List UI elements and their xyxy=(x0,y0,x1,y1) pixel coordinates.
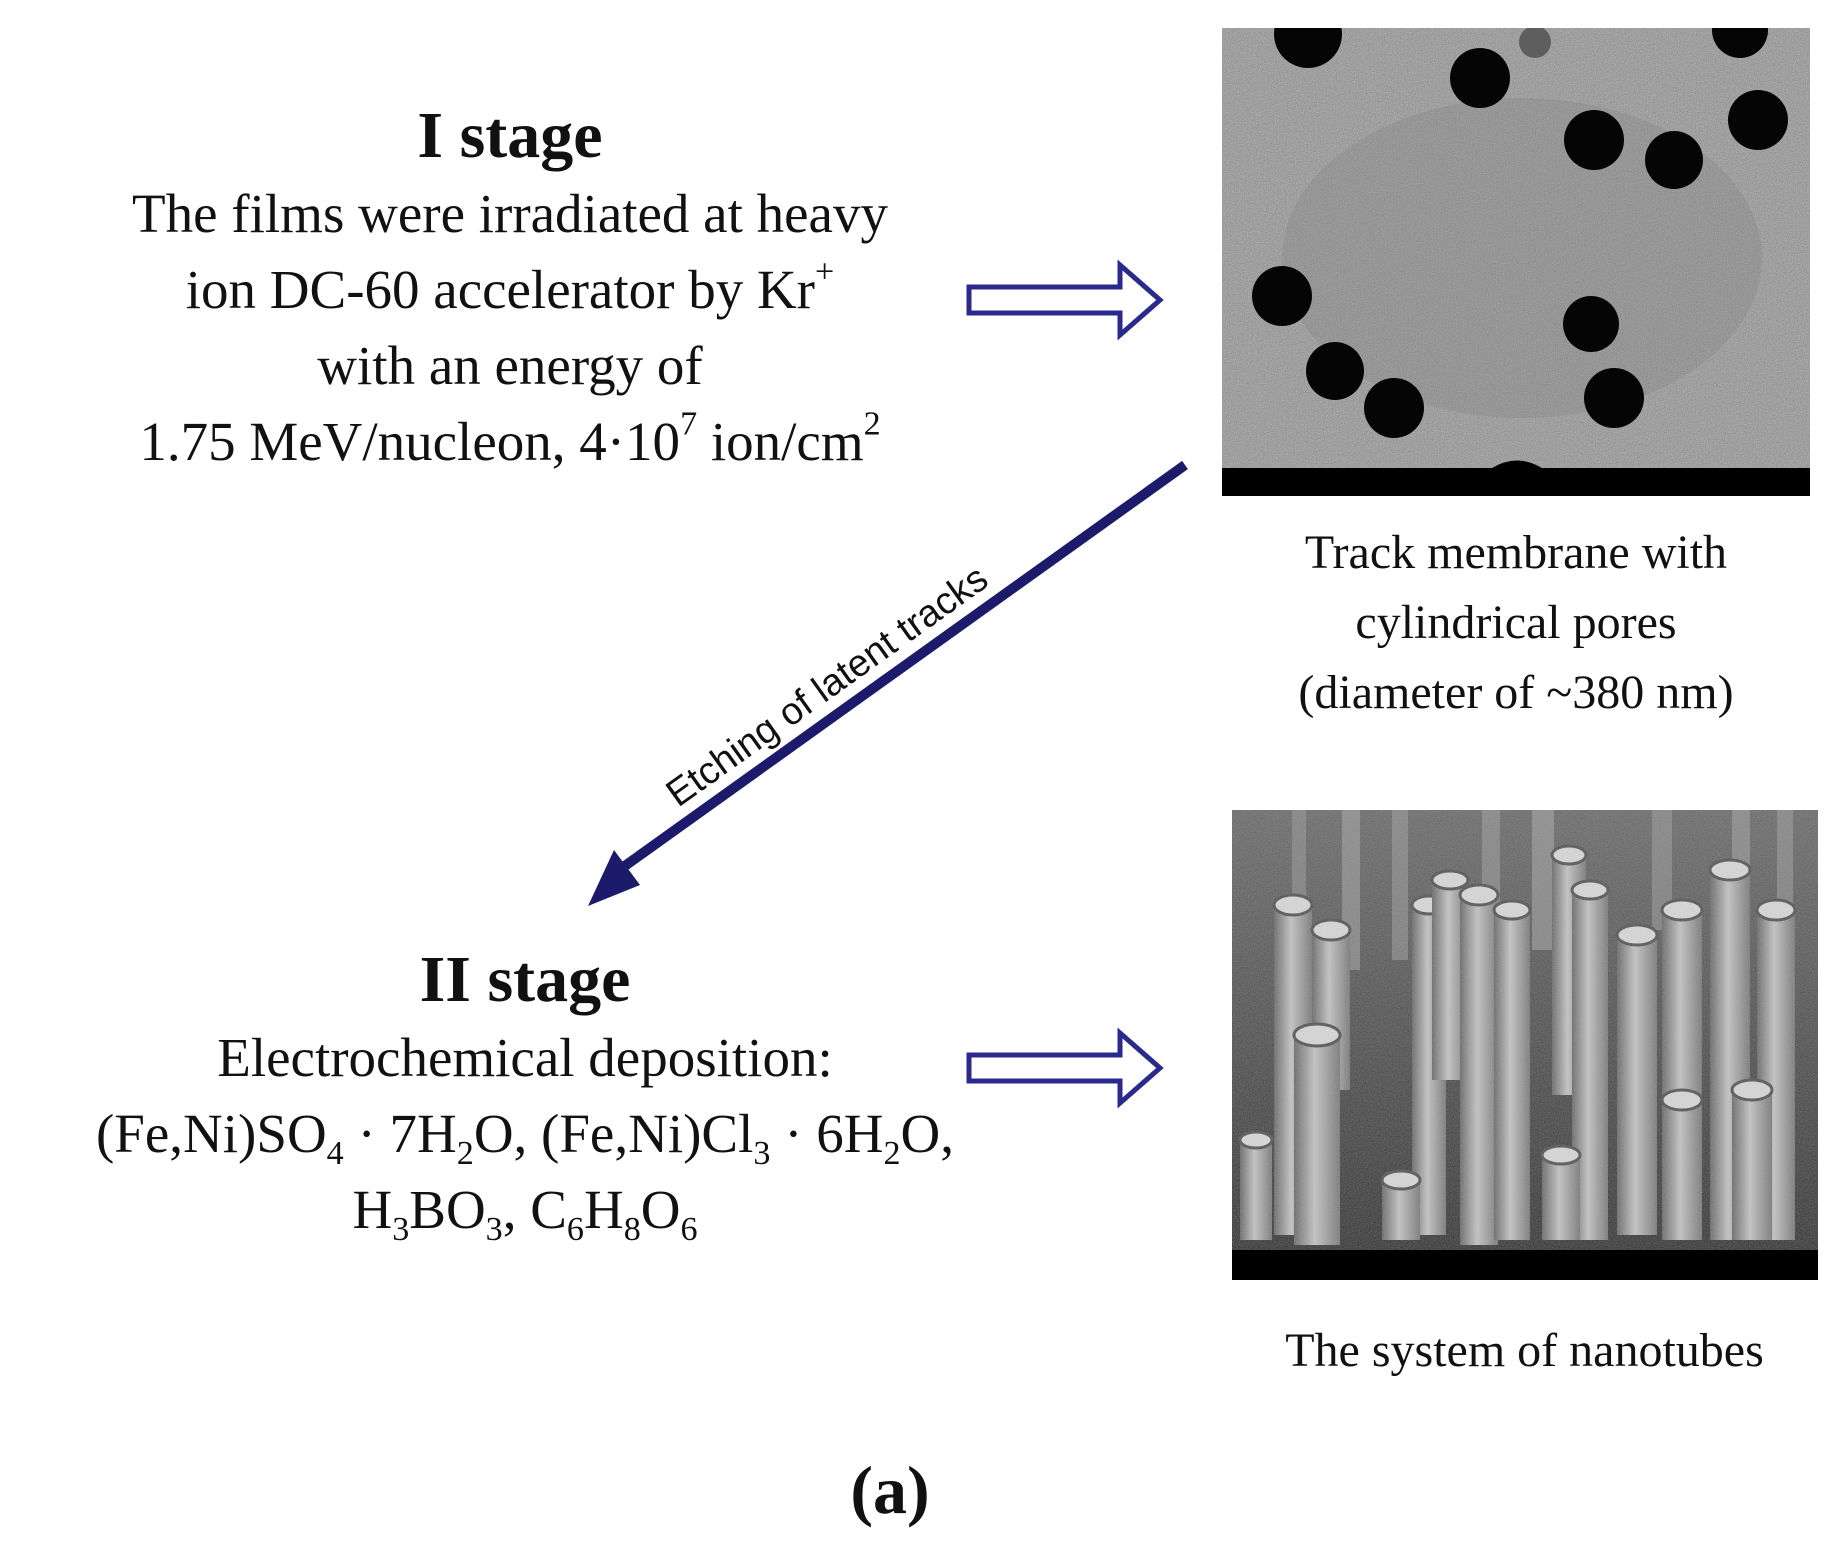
stage1-line1: The films were irradiated at heavy xyxy=(132,183,888,244)
stage2-formula-line2: H3BO3, C6H8O6 xyxy=(20,1172,1030,1248)
formula-part: O xyxy=(640,1179,681,1240)
caption-top-line1: Track membrane with xyxy=(1304,526,1728,579)
caption-nanotubes: The system of nanotubes xyxy=(1285,1324,1764,1377)
pore xyxy=(1645,131,1703,189)
stage1-title: I stage xyxy=(417,99,603,172)
formula-part: H xyxy=(583,1179,624,1240)
formula-part: · 7H xyxy=(343,1103,457,1164)
formula-sub: 8 xyxy=(623,1210,641,1248)
pore xyxy=(1364,378,1424,438)
stage1-line2-text: ion DC-60 accelerator by Kr xyxy=(185,259,815,320)
formula-sub: 4 xyxy=(326,1134,344,1172)
stage1-line2: ion DC-60 accelerator by Kr+ xyxy=(40,252,980,328)
caption-track-membrane: Track membrane with cylindrical pores (d… xyxy=(1222,518,1810,728)
stage1-line4-b: ion/cm xyxy=(697,411,864,472)
stage1-line4-sup2: 2 xyxy=(863,405,881,443)
formula-part: O, xyxy=(900,1103,955,1164)
formula-sub: 6 xyxy=(566,1210,584,1248)
pore xyxy=(1450,48,1510,108)
formula-part: , C xyxy=(502,1179,567,1240)
formula-sub: 3 xyxy=(753,1134,771,1172)
pore xyxy=(1306,342,1364,400)
formula-part: · 6H xyxy=(770,1103,884,1164)
pore xyxy=(1728,90,1788,150)
diagonal-arrow-label: Etching of latent tracks xyxy=(659,557,996,815)
pore xyxy=(1584,368,1644,428)
stage2-title: II stage xyxy=(419,943,631,1016)
pore xyxy=(1712,28,1768,58)
hollow-right-arrow-top xyxy=(966,259,1164,341)
formula-sub: 6 xyxy=(680,1210,698,1248)
panel-label: (a) xyxy=(850,1452,930,1528)
formula-part: O, (Fe,Ni)Cl xyxy=(473,1103,754,1164)
formula-sub: 3 xyxy=(392,1210,410,1248)
formula-sub: 2 xyxy=(456,1134,474,1172)
stage1-line4: 1.75 MeV/nucleon, 4·107 ion/cm2 xyxy=(40,404,980,480)
stage2-line1: Electrochemical deposition: xyxy=(217,1027,833,1088)
stage1-line3: with an energy of xyxy=(317,335,703,396)
nanotube-noise-texture xyxy=(1232,810,1818,1250)
sem-scale-bar-notch xyxy=(1492,460,1542,468)
pore xyxy=(1274,28,1342,68)
sem-image-track-membrane xyxy=(1222,28,1810,496)
stage2-formula-line1: (Fe,Ni)SO4 · 7H2O, (Fe,Ni)Cl3 · 6H2O, xyxy=(20,1096,1030,1172)
stage1-block: I stage The films were irradiated at hea… xyxy=(40,96,980,480)
formula-sub: 3 xyxy=(485,1210,503,1248)
pore-group xyxy=(1252,28,1788,438)
diagonal-arrow-head xyxy=(588,850,640,906)
stage1-line4-sup1: 7 xyxy=(680,405,698,443)
sem-shading xyxy=(1282,98,1762,418)
faint-pore xyxy=(1519,28,1551,58)
formula-part: (Fe,Ni)SO xyxy=(95,1103,327,1164)
formula-part: BO xyxy=(409,1179,486,1240)
diagonal-arrow-shaft xyxy=(619,460,1188,873)
nanotube-scale-bar xyxy=(1232,1250,1818,1280)
pore xyxy=(1564,110,1624,170)
formula-part: H xyxy=(352,1179,393,1240)
pore xyxy=(1252,266,1312,326)
sem-scale-bar xyxy=(1222,468,1810,496)
stage1-line4-a: 1.75 MeV/nucleon, 4·10 xyxy=(139,411,681,472)
caption-top-line3: (diameter of ~380 nm) xyxy=(1298,666,1734,719)
formula-sub: 2 xyxy=(883,1134,901,1172)
sem-image-nanotubes xyxy=(1232,810,1818,1280)
pore xyxy=(1563,296,1619,352)
stage1-line2-sup: + xyxy=(814,253,835,291)
caption-top-line2: cylindrical pores xyxy=(1355,596,1677,649)
stage2-block: II stage Electrochemical deposition: (Fe… xyxy=(20,940,1030,1248)
